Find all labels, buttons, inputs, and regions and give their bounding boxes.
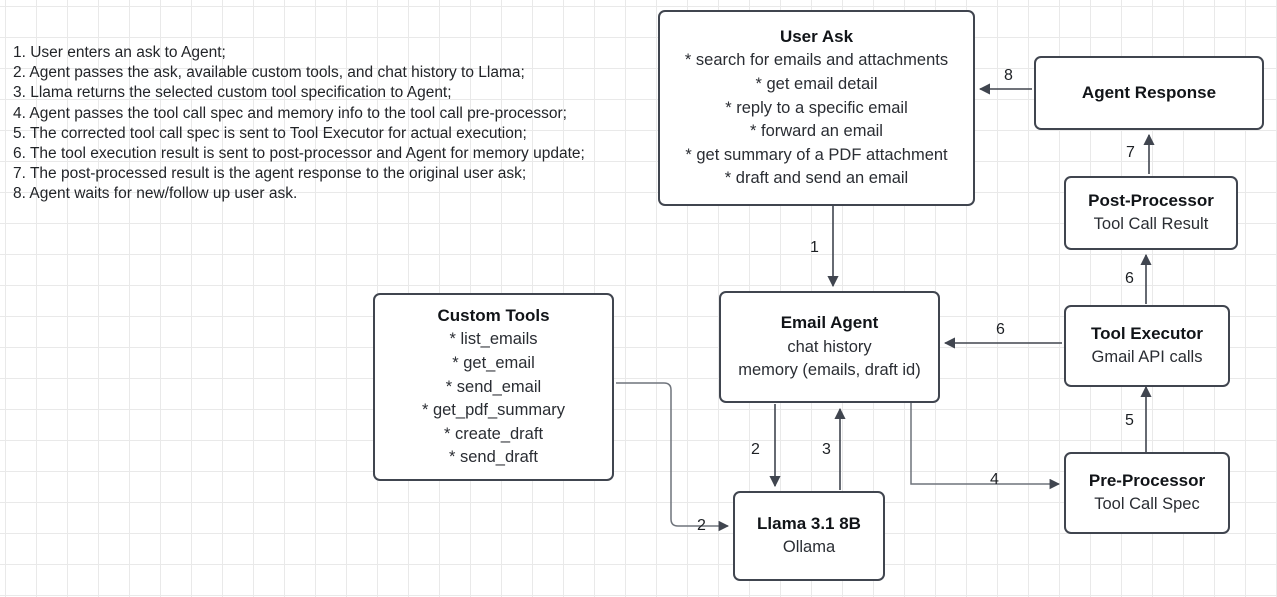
legend-step: 1. User enters an ask to Agent; — [13, 44, 226, 61]
edge-label-7: 7 — [1126, 144, 1135, 161]
node-email-agent[interactable]: Email Agent chat history memory (emails,… — [719, 291, 940, 403]
edge-label-3: 3 — [822, 441, 831, 458]
node-custom-tools-item: * create_draft — [443, 424, 544, 443]
node-user-ask-item: * forward an email — [750, 122, 883, 141]
node-user-ask-item: * get email detail — [755, 74, 878, 93]
edge-label-2-tools-llama: 2 — [697, 517, 706, 534]
node-custom-tools[interactable]: Custom Tools * list_emails * get_email *… — [373, 293, 614, 481]
node-agent-response[interactable]: Agent Response — [1034, 56, 1264, 130]
node-user-ask-title: User Ask — [779, 27, 854, 47]
legend-step: 3. Llama returns the selected custom too… — [13, 84, 452, 102]
node-tool-executor-title: Tool Executor — [1090, 324, 1204, 344]
edge-label-8: 8 — [1004, 67, 1013, 84]
node-llama-subtitle: Ollama — [782, 538, 836, 557]
node-user-ask-item: * draft and send an email — [724, 169, 909, 188]
node-llama[interactable]: Llama 3.1 8B Ollama — [733, 491, 885, 581]
legend-step: 2. Agent passes the ask, available custo… — [13, 64, 525, 82]
node-post-processor-title: Post-Processor — [1088, 191, 1214, 211]
node-custom-tools-item: * send_email — [445, 377, 542, 396]
legend-step: 8. Agent waits for new/follow up user as… — [13, 185, 298, 203]
legend-steps-list: 1. User enters an ask to Agent; 2. Agent… — [13, 43, 585, 205]
edge-label-6-executor-postproc: 6 — [1125, 270, 1134, 287]
node-pre-processor-subtitle: Tool Call Spec — [1094, 495, 1200, 514]
legend-step: 6. The tool execution result is sent to … — [13, 145, 585, 163]
edge-label-2-agent-llama: 2 — [751, 441, 760, 458]
node-custom-tools-item: * send_draft — [449, 448, 538, 467]
node-post-processor-subtitle: Tool Call Result — [1093, 215, 1209, 234]
node-user-ask-item: * get summary of a PDF attachment — [685, 145, 948, 164]
node-tool-executor-subtitle: Gmail API calls — [1091, 348, 1203, 367]
edge-4-email-agent-to-pre-processor — [910, 398, 1061, 490]
node-user-ask-item: * search for emails and attachments — [684, 51, 949, 70]
edge-2-custom-tools-to-llama — [616, 382, 730, 532]
node-custom-tools-item: * get_pdf_summary — [421, 401, 566, 420]
node-custom-tools-item: * get_email — [452, 353, 535, 372]
node-custom-tools-item: * list_emails — [449, 330, 538, 349]
node-custom-tools-title: Custom Tools — [437, 306, 550, 326]
node-pre-processor-title: Pre-Processor — [1088, 471, 1206, 491]
edge-label-1: 1 — [810, 239, 819, 256]
node-llama-title: Llama 3.1 8B — [757, 514, 861, 534]
edge-label-5: 5 — [1125, 412, 1134, 429]
edge-label-4: 4 — [990, 471, 999, 488]
legend-step: 5. The corrected tool call spec is sent … — [13, 124, 527, 142]
node-post-processor[interactable]: Post-Processor Tool Call Result — [1064, 176, 1238, 250]
legend-step: 4. Agent passes the tool call spec and m… — [13, 104, 567, 122]
node-email-agent-detail: chat history — [787, 337, 872, 356]
node-pre-processor[interactable]: Pre-Processor Tool Call Spec — [1064, 452, 1230, 534]
node-user-ask[interactable]: User Ask * search for emails and attachm… — [658, 10, 975, 206]
node-email-agent-title: Email Agent — [780, 313, 879, 333]
legend-step: 7. The post-processed result is the agen… — [13, 165, 527, 183]
edge-label-6-executor-agent: 6 — [996, 321, 1005, 338]
node-email-agent-detail: memory (emails, draft id) — [738, 361, 921, 380]
node-user-ask-item: * reply to a specific email — [725, 98, 908, 117]
node-tool-executor[interactable]: Tool Executor Gmail API calls — [1064, 305, 1230, 387]
node-agent-response-title: Agent Response — [1081, 82, 1217, 102]
